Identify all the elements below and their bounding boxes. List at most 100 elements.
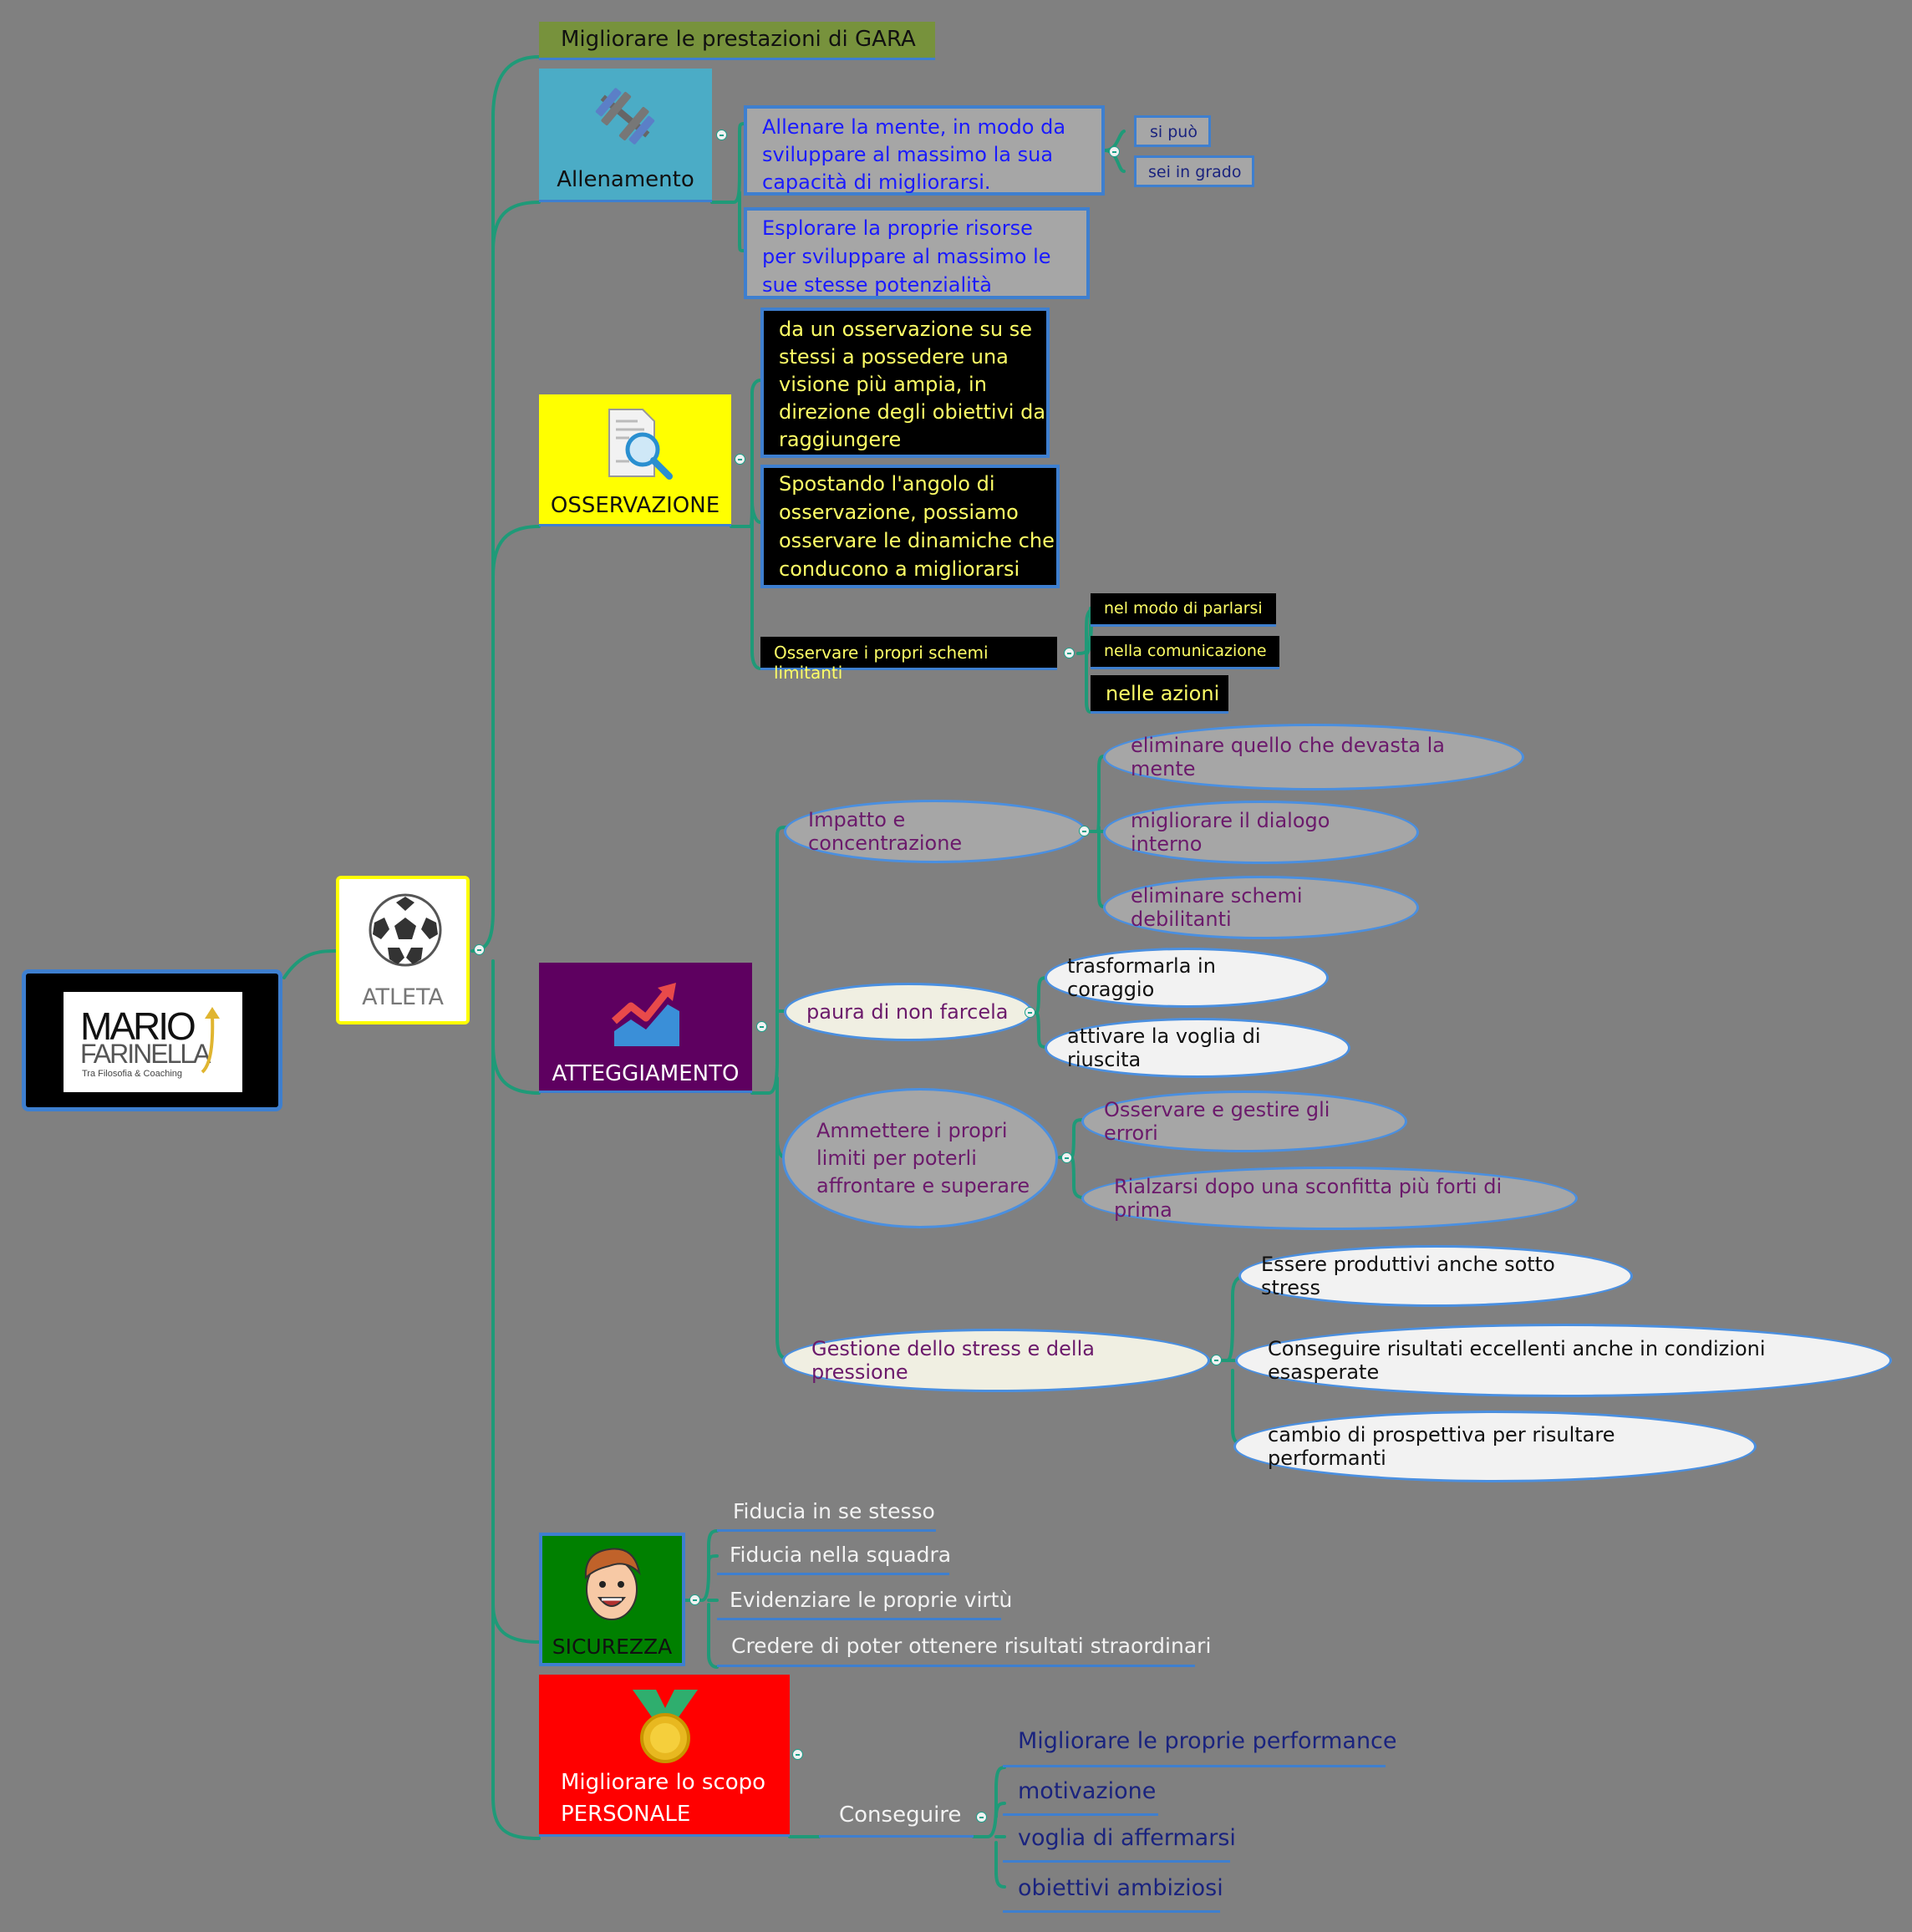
scopo-child-conseguire-underline: [819, 1835, 974, 1838]
allenamento-sub-si-puo[interactable]: si può: [1134, 115, 1211, 147]
atteggiamento-group-ammettere[interactable]: Ammettere i propri limiti per poterli af…: [782, 1088, 1058, 1228]
allenamento-sub-sei-in-grado[interactable]: sei in grado: [1134, 155, 1254, 187]
impatto-item-3[interactable]: eliminare schemi debilitanti: [1103, 876, 1419, 939]
branch-allenamento[interactable]: Allenamento: [539, 69, 712, 202]
trending-chart-icon: [611, 983, 679, 1046]
stress-item-3[interactable]: cambio di prospettiva per risultare perf…: [1233, 1411, 1757, 1482]
allenamento-item-2-text: Esplorare la proprie risorse per svilupp…: [762, 216, 1051, 297]
scopo-item-1[interactable]: Migliorare le proprie performance: [1018, 1728, 1397, 1754]
collapse-toggle-allenamento-item-1[interactable]: [1109, 146, 1120, 157]
impatto-item-2-text: migliorare il dialogo interno: [1131, 809, 1330, 856]
branch-allenamento-label: Allenamento: [557, 167, 694, 192]
schemi-item-parlarsi-text: nel modo di parlarsi: [1104, 599, 1263, 618]
atteggiamento-group-ammettere-text: Ammettere i propri limiti per poterli af…: [816, 1118, 1030, 1197]
allenamento-sub-sei-in-grado-text: sei in grado: [1148, 163, 1242, 181]
logo-arrow-icon: [201, 1007, 220, 1074]
paura-item-1-text: trasformarla in coraggio: [1067, 954, 1216, 1001]
sicurezza-item-3-underline: [717, 1618, 1001, 1620]
dumbbell-icon: [595, 88, 655, 145]
schemi-item-azioni-text: nelle azioni: [1106, 682, 1220, 705]
osservazione-item-schemi[interactable]: Osservare i propri schemi limitanti: [760, 637, 1057, 683]
atteggiamento-group-stress-text: Gestione dello stress e della pressione: [811, 1337, 1095, 1384]
osservazione-item-2[interactable]: Spostando l'angolo di osservazione, poss…: [760, 465, 1060, 588]
atteggiamento-group-paura-text: paura di non farcela: [806, 1000, 1009, 1024]
collapse-toggle-impatto[interactable]: [1079, 826, 1090, 836]
ammettere-item-2-text: Rialzarsi dopo una sconfitta più forti d…: [1114, 1175, 1503, 1222]
ammettere-item-2[interactable]: Rialzarsi dopo una sconfitta più forti d…: [1081, 1167, 1578, 1230]
scopo-item-3[interactable]: voglia di affermarsi: [1018, 1825, 1236, 1851]
stress-item-1-text: Essere produttivi anche sotto stress: [1261, 1253, 1555, 1299]
scopo-item-2[interactable]: motivazione: [1018, 1778, 1157, 1804]
allenamento-sub-si-puo-text: si può: [1150, 123, 1198, 141]
osservazione-item-1-text: da un osservazione su se stessi a possed…: [779, 318, 1046, 451]
logo-line2: FARINELLA: [80, 1039, 211, 1069]
branch-scopo-label: Migliorare lo scopo PERSONALE: [561, 1770, 766, 1827]
branch-sicurezza-label: SICUREZZA: [552, 1635, 673, 1659]
ammettere-item-1-text: Osservare e gestire gli errori: [1104, 1098, 1330, 1145]
atteggiamento-group-impatto-text: Impatto e concentrazione: [808, 808, 963, 855]
allenamento-item-1[interactable]: Allenare la mente, in modo da sviluppare…: [744, 105, 1105, 196]
paura-item-1[interactable]: trasformarla in coraggio: [1045, 948, 1329, 1008]
collapse-toggle-ammettere[interactable]: [1061, 1152, 1072, 1163]
collapse-toggle-stress[interactable]: [1211, 1355, 1222, 1365]
collapse-toggle-atleta[interactable]: [474, 944, 485, 955]
atteggiamento-group-stress[interactable]: Gestione dello stress e della pressione: [782, 1329, 1210, 1392]
sicurezza-item-3[interactable]: Evidenziare le proprie virtù: [730, 1588, 1013, 1612]
collapse-toggle-sicurezza[interactable]: [689, 1594, 700, 1605]
osservazione-item-2-text: Spostando l'angolo di osservazione, poss…: [779, 472, 1055, 581]
soccer-ball-icon: [369, 893, 442, 967]
branch-osservazione[interactable]: OSSERVAZIONE: [539, 394, 731, 526]
atteggiamento-group-paura[interactable]: paura di non farcela: [784, 983, 1033, 1041]
osservazione-item-1[interactable]: da un osservazione su se stessi a possed…: [760, 308, 1050, 458]
sicurezza-item-4[interactable]: Credere di poter ottenere risultati stra…: [731, 1634, 1212, 1658]
schemi-item-comunicazione[interactable]: nella comunicazione: [1091, 636, 1279, 669]
center-node-atleta[interactable]: ATLETA: [336, 876, 470, 1024]
paura-item-2[interactable]: attivare la voglia di riuscita: [1045, 1018, 1350, 1078]
scopo-item-3-underline: [1003, 1860, 1230, 1863]
sicurezza-item-4-underline: [717, 1665, 1195, 1667]
atteggiamento-group-impatto[interactable]: Impatto e concentrazione: [784, 800, 1086, 863]
branch-osservazione-label: OSSERVAZIONE: [550, 493, 720, 518]
branch-sicurezza[interactable]: SICUREZZA: [539, 1533, 685, 1666]
ammettere-item-1[interactable]: Osservare e gestire gli errori: [1081, 1091, 1407, 1152]
collapse-toggle-scopo[interactable]: [792, 1749, 803, 1760]
schemi-item-azioni[interactable]: nelle azioni: [1091, 675, 1228, 714]
document-search-icon: [608, 409, 673, 480]
branch-gara[interactable]: Migliorare le prestazioni di GARA: [539, 22, 935, 60]
scopo-item-4-underline: [1003, 1910, 1220, 1913]
osservazione-item-schemi-text: Osservare i propri schemi limitanti: [774, 643, 989, 683]
impatto-item-1[interactable]: eliminare quello che devasta la mente: [1103, 724, 1524, 791]
logo-line1: MARIO: [80, 1004, 196, 1048]
collapse-toggle-osservazione[interactable]: [735, 454, 745, 465]
scopo-item-1-underline: [1003, 1765, 1386, 1767]
stress-item-3-text: cambio di prospettiva per risultare perf…: [1268, 1423, 1615, 1470]
collapse-toggle-paura[interactable]: [1025, 1007, 1035, 1018]
branch-atteggiamento[interactable]: ATTEGGIAMENTO: [539, 963, 752, 1093]
collapse-toggle-atteggiamento[interactable]: [756, 1021, 767, 1032]
center-label: ATLETA: [362, 984, 444, 1010]
schemi-item-parlarsi[interactable]: nel modo di parlarsi: [1091, 593, 1276, 627]
paura-item-2-text: attivare la voglia di riuscita: [1067, 1024, 1261, 1071]
smiling-face-icon: [584, 1548, 641, 1620]
impatto-item-3-text: eliminare schemi debilitanti: [1131, 884, 1303, 931]
impatto-item-2[interactable]: migliorare il dialogo interno: [1103, 801, 1419, 864]
sicurezza-item-1[interactable]: Fiducia in se stesso: [733, 1499, 935, 1523]
branch-gara-label: Migliorare le prestazioni di GARA: [561, 27, 916, 52]
logo-card: MARIO FARINELLA Tra Filosofia & Coaching: [64, 992, 242, 1092]
stress-item-2-text: Conseguire risultati eccellenti anche in…: [1268, 1337, 1766, 1384]
collapse-toggle-allenamento[interactable]: [716, 130, 727, 140]
root-logo-node[interactable]: MARIO FARINELLA Tra Filosofia & Coaching: [22, 969, 282, 1111]
allenamento-item-2[interactable]: Esplorare la proprie risorse per svilupp…: [744, 207, 1090, 299]
schemi-item-comunicazione-text: nella comunicazione: [1104, 642, 1267, 660]
stress-item-1[interactable]: Essere produttivi anche sotto stress: [1238, 1245, 1633, 1307]
scopo-item-4[interactable]: obiettivi ambiziosi: [1018, 1875, 1223, 1901]
allenamento-item-1-text: Allenare la mente, in modo da sviluppare…: [762, 115, 1066, 194]
sicurezza-item-2[interactable]: Fiducia nella squadra: [730, 1543, 952, 1567]
sicurezza-item-1-underline: [717, 1529, 936, 1532]
collapse-toggle-schemi[interactable]: [1064, 648, 1075, 658]
branch-scopo[interactable]: Migliorare lo scopo PERSONALE: [539, 1675, 790, 1837]
collapse-toggle-conseguire[interactable]: [976, 1812, 987, 1823]
scopo-child-conseguire[interactable]: Conseguire: [839, 1802, 962, 1828]
logo-tagline: Tra Filosofia & Coaching: [82, 1069, 183, 1079]
stress-item-2[interactable]: Conseguire risultati eccellenti anche in…: [1235, 1324, 1892, 1397]
